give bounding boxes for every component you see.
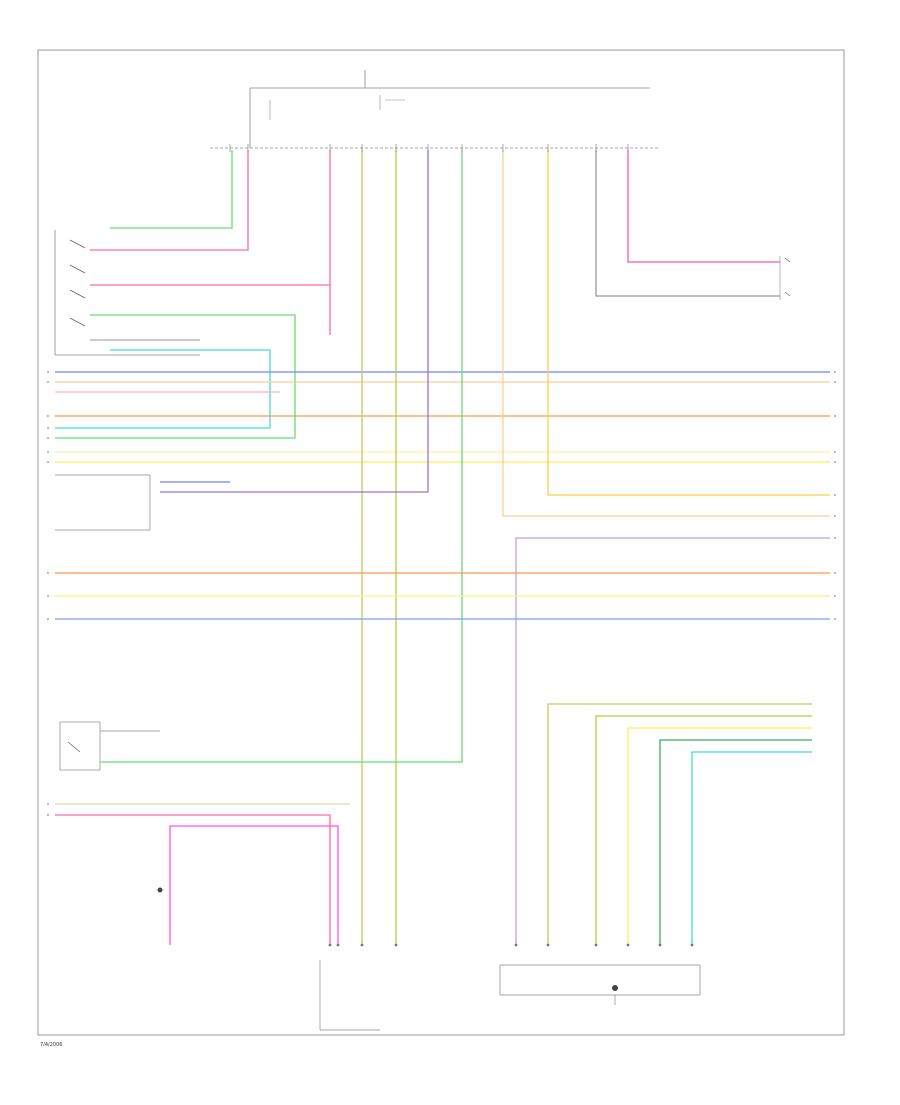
diagram-frame <box>37 49 845 1036</box>
wire-cyan-switch <box>55 349 271 429</box>
wire-pink-top <box>90 150 249 251</box>
right-edge-terminals <box>834 371 836 620</box>
wire-magenta-bottom <box>169 825 339 945</box>
oil-pressure-switch <box>59 721 160 771</box>
wire-trans-4 <box>659 739 812 945</box>
top-connector-bus <box>210 70 660 149</box>
wire-green-top <box>110 150 233 229</box>
wire-set <box>55 150 830 945</box>
wire-trans-5 <box>691 751 812 945</box>
bottom-terminals <box>328 943 694 947</box>
transmission-range-switch <box>499 964 701 1005</box>
wire-green-oil <box>100 150 463 763</box>
wire-green-switch <box>55 314 296 439</box>
wire-pink-mid <box>90 150 331 286</box>
wire-trans-1 <box>547 703 812 945</box>
wire-purple-fuel <box>160 150 429 493</box>
wire-trans-3 <box>627 727 812 945</box>
wire-trans-2 <box>595 715 812 945</box>
wire-violet-down <box>515 537 830 945</box>
fuel-pump-module <box>55 474 151 531</box>
left-edge-terminals <box>47 371 49 816</box>
left-switch-assembly <box>54 230 200 356</box>
wire-pink-bottom <box>55 814 331 945</box>
wire-gray-sensor <box>595 150 780 297</box>
footer-code: 7/4/2006 <box>40 1042 63 1048</box>
right-sensor-connector <box>779 256 791 300</box>
connector-terminals <box>229 144 629 152</box>
wire-peach-right <box>502 150 830 517</box>
speed-sensor-connector <box>157 887 380 1031</box>
wire-pink-sensor <box>627 150 780 263</box>
wire-yellow-right <box>547 150 830 496</box>
